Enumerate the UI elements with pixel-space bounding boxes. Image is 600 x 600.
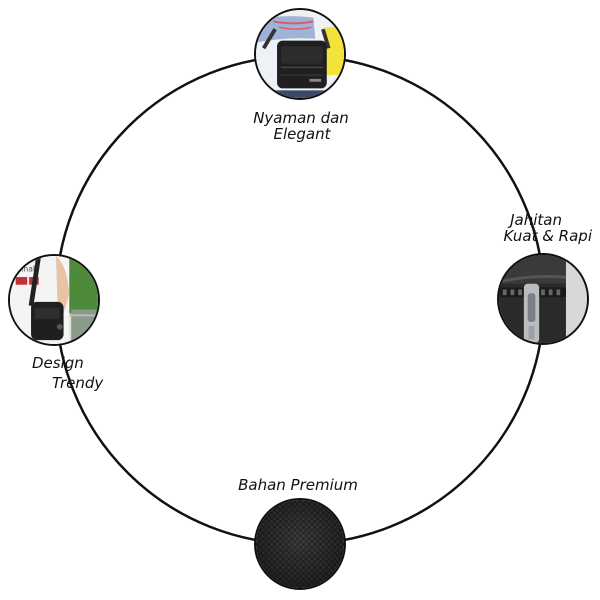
feature-label-top-line2: Elegant	[273, 125, 331, 143]
feature-label-bottom-line1: Bahan Premium	[238, 476, 358, 494]
feature-label-top: Nyaman dan Elegant	[0, 110, 600, 142]
fabric-texture-photo-icon	[256, 500, 344, 588]
feature-label-left: Design Trendy	[32, 354, 142, 391]
feature-image-top	[254, 8, 346, 100]
feature-image-bottom	[254, 498, 346, 590]
shoulder-bag-front-photo-icon	[256, 10, 344, 98]
feature-label-right: Jahitan Kuat & Rapi	[470, 212, 592, 244]
feature-label-right-line1: Jahitan	[510, 211, 562, 229]
feature-label-right-line2: Kuat & Rapi	[503, 227, 592, 245]
feature-label-top-line1: Nyaman dan	[253, 109, 349, 127]
feature-image-right	[497, 253, 589, 345]
feature-label-left-line1: Design	[32, 354, 84, 372]
feature-image-left: minal	[8, 254, 100, 346]
svg-text:minal: minal	[14, 264, 35, 273]
zipper-closeup-photo-icon	[499, 255, 587, 343]
feature-label-bottom: Bahan Premium	[0, 477, 600, 493]
person-wearing-bag-photo-icon: minal	[10, 256, 98, 344]
feature-label-left-line2: Trendy	[52, 374, 104, 392]
